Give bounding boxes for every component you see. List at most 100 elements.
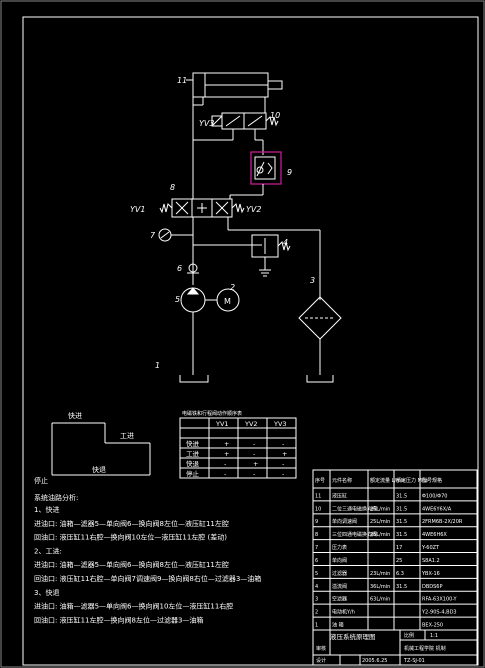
analysis-line: 回油口: 液压缸11右腔—单向阀7调速阀9—换向阀8右位—过滤器3—油箱: [34, 574, 261, 583]
label-yv1: YV1: [130, 205, 145, 214]
bom-cell: 23L/min: [370, 571, 390, 577]
cycle-fast-forward: 快进: [68, 411, 82, 420]
bom-drawing-title: 液压系统原理图: [330, 632, 376, 641]
hydraulic-pump: [180, 287, 217, 313]
action-table-grid: [179, 417, 297, 479]
label-yv3: YV3: [199, 119, 214, 128]
bom-cell: 9: [315, 519, 318, 525]
bom-header: 序号: [315, 477, 325, 484]
bom-cell: 2: [315, 610, 318, 616]
bom-cell: 4WE6H6X: [422, 532, 447, 538]
label-7: 7: [150, 231, 156, 240]
bom-cell: 31.5: [396, 532, 407, 538]
bom-cell: 17: [396, 545, 402, 551]
bom-drawing-no: TZ-SJ-01: [403, 658, 425, 664]
label-4: 4: [283, 238, 288, 247]
bom-cell: 4WE6Y6X/A: [422, 506, 452, 512]
bom-cell: 25: [396, 558, 402, 564]
bom-check-label: 审核: [316, 645, 326, 652]
label-3: 3: [310, 276, 315, 285]
label-11: 11: [177, 76, 187, 85]
action-table-cell: -: [253, 450, 256, 458]
bom-cell: 3: [315, 597, 318, 603]
bom-cell: 1: [315, 623, 318, 629]
action-table-header: YV1: [215, 420, 229, 428]
electric-motor: M: [216, 288, 240, 312]
one-way-speed-valve: [250, 151, 282, 185]
bom-school: 机械工程学院 机制: [404, 645, 446, 652]
action-table-header: YV3: [273, 420, 287, 428]
bom-cell: 二位三通电磁换向阀: [332, 505, 377, 512]
action-table-cell: -: [224, 470, 227, 478]
bom-cell: 单向阀: [332, 557, 347, 564]
analysis-line: 回油口: 液压缸11左腔—换向阀8左位—过滤器3—油箱: [34, 615, 203, 624]
bom-header: 额定流量 L/min: [370, 477, 406, 484]
action-table-cell: 工进: [186, 450, 200, 458]
svg-text:M: M: [224, 297, 231, 306]
bom-cell: 6.3: [396, 571, 404, 577]
action-table-cell: +: [253, 460, 258, 468]
action-table-cell: -: [224, 460, 227, 468]
relief-valve: [193, 234, 291, 277]
return-filter: [298, 296, 342, 340]
bom-cell: 过滤器: [332, 570, 347, 577]
cycle-stop: 停止: [34, 476, 48, 485]
bom-cell: 25L/min: [370, 519, 390, 525]
bom-cell: 油 箱: [332, 622, 344, 629]
analysis-line: 进油口: 油箱—滤器5—单向阀6—换向阀8左位—液压缸11左腔: [34, 519, 229, 528]
analysis-line: 进油口: 油箱—滤器5—单向阀6—换向阀8左位—液压缸11左腔: [34, 560, 229, 569]
bom-cell: 31.5: [396, 519, 407, 525]
analysis-line: 进油口: 油箱—滤器5—单向阀6—换向阀10左位—液压缸11右腔: [34, 602, 233, 611]
label-9: 9: [287, 168, 292, 177]
action-table-cell: +: [224, 450, 229, 458]
bom-scale-value: 1:1: [430, 633, 438, 639]
label-6: 6: [177, 264, 182, 273]
inner-frame: [22, 16, 479, 666]
analysis-line: 3、快退: [34, 588, 59, 597]
action-table-cell: -: [282, 470, 285, 478]
cycle-work-feed: 工进: [120, 432, 134, 440]
bom-cell: 压力表: [332, 544, 347, 551]
action-table-cell: -: [253, 470, 256, 478]
bom-cell: Φ100/Φ70: [422, 493, 447, 499]
action-table-cell: +: [224, 440, 229, 448]
analysis-line: 2、工进:: [34, 547, 62, 555]
bom-cell: YBX-16: [421, 571, 440, 577]
analysis-heading: 系统油路分析:: [34, 493, 78, 502]
bom-cell: 空滤器: [332, 596, 347, 603]
bom-cell: 溢流阀: [332, 583, 347, 590]
label-10: 10: [270, 111, 280, 120]
bom-cell: 单向调速阀: [332, 518, 357, 525]
bom-cell: 63L/min: [370, 597, 390, 603]
label-2: 2: [230, 283, 235, 292]
action-table-cell: -: [282, 440, 285, 448]
bom-cell: 电动机Y/h: [332, 609, 355, 616]
action-table-cell: 停止: [186, 469, 200, 478]
bom-cell: 2FRM6B-2X/20R: [422, 519, 463, 525]
bom-design-label: 设计: [316, 657, 326, 664]
bom-cell: 11: [315, 493, 321, 499]
bom-cell: 31.5: [396, 506, 407, 512]
pressure-gauge: [158, 228, 193, 242]
directional-valve-10: [211, 112, 279, 130]
action-table-header: YV2: [244, 420, 258, 428]
bom-cell: RFA-63X100-Y: [422, 597, 458, 603]
bom-cell: 6: [315, 558, 318, 564]
bom-cell: DBDS6P: [422, 584, 443, 590]
action-table-cell: -: [253, 440, 256, 448]
hydraulic-cylinder: [186, 72, 283, 98]
bom-cell: 25L/min: [370, 506, 390, 512]
label-8: 8: [170, 183, 175, 192]
bom-header: 额定压力 MPa: [396, 477, 428, 484]
bom-header: 型号规格: [422, 477, 442, 484]
label-5: 5: [175, 295, 180, 304]
cycle-fast-back: 快退: [92, 465, 106, 474]
action-table-cell: +: [282, 450, 287, 458]
bom-cell: S8A1.2: [422, 558, 440, 564]
bom-cell: Y-60ZT: [421, 545, 440, 551]
bom-cell: 25L/min: [370, 532, 390, 538]
bom-cell: 5: [315, 571, 318, 577]
